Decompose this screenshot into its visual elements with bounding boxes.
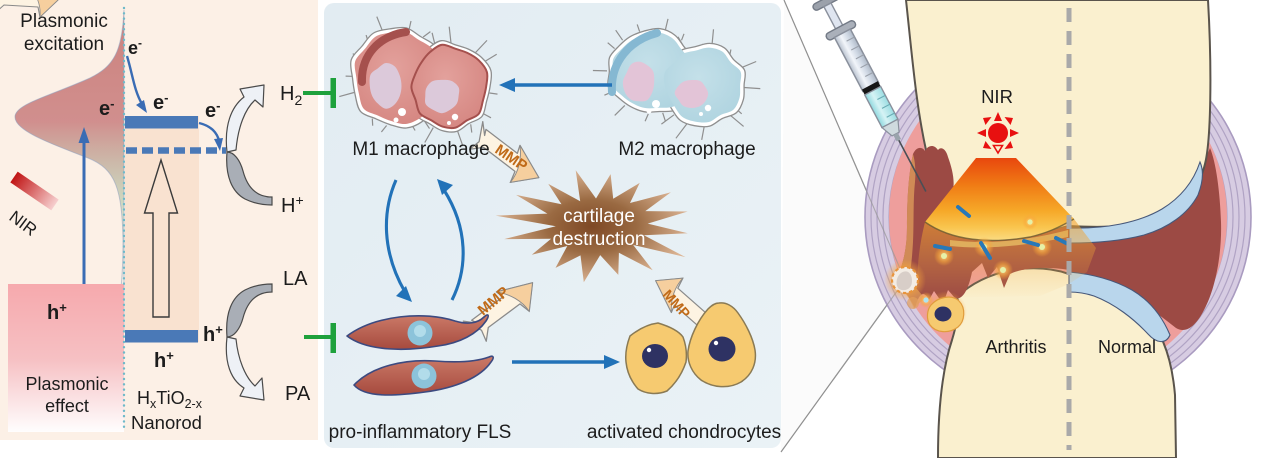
svg-text:Plasmonic: Plasmonic xyxy=(25,374,108,394)
svg-text:M2 macrophage: M2 macrophage xyxy=(618,139,755,160)
svg-text:Arthritis: Arthritis xyxy=(985,337,1046,357)
svg-text:PA: PA xyxy=(285,383,311,405)
svg-text:destruction: destruction xyxy=(553,229,646,250)
svg-text:NIR: NIR xyxy=(981,86,1013,107)
svg-text:excitation: excitation xyxy=(24,34,104,55)
svg-text:pro-inflammatory FLS: pro-inflammatory FLS xyxy=(329,422,512,443)
svg-text:Plasmonic: Plasmonic xyxy=(20,11,108,32)
svg-text:Normal: Normal xyxy=(1098,337,1156,357)
svg-text:effect: effect xyxy=(45,396,89,416)
svg-text:Nanorod: Nanorod xyxy=(131,412,202,433)
svg-text:LA: LA xyxy=(283,268,308,290)
svg-text:cartilage: cartilage xyxy=(563,206,635,227)
svg-text:activated chondrocytes: activated chondrocytes xyxy=(587,422,781,443)
svg-text:M1 macrophage: M1 macrophage xyxy=(352,139,489,160)
